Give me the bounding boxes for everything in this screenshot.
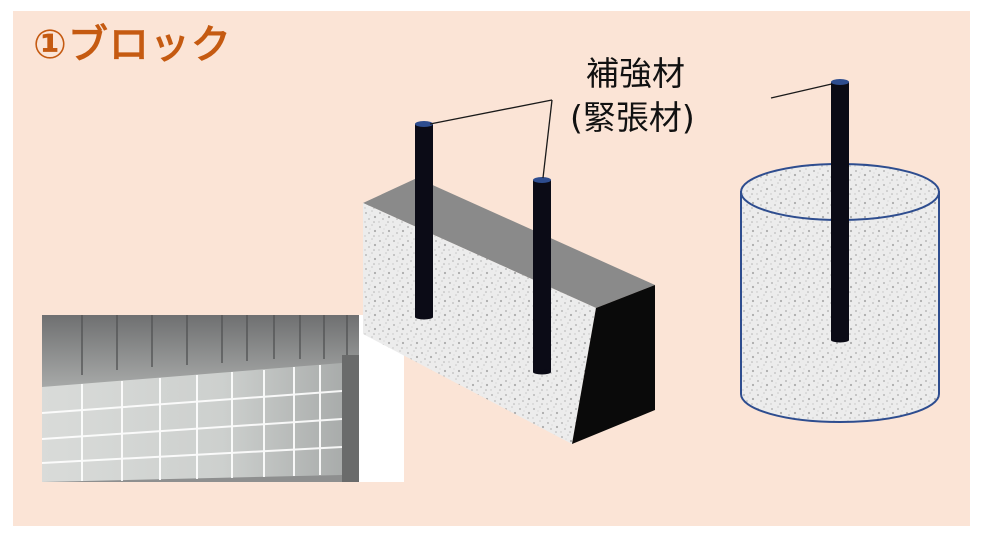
concrete-cylinder	[740, 79, 940, 423]
concrete-block	[363, 121, 655, 444]
block-rod-left	[415, 121, 433, 320]
reinforcement-label-line1: 補強材	[586, 54, 685, 93]
section-title: ①ブロック	[33, 22, 232, 68]
block-rod-right	[533, 177, 551, 375]
block-top-face	[363, 178, 655, 308]
reinforcement-label-line2: (緊張材)	[570, 98, 695, 137]
block-wall-photo	[42, 315, 404, 482]
reinforcement-label: 補強材 (緊張材)	[570, 52, 695, 140]
block-side-face	[572, 285, 655, 444]
cylinder-rod	[831, 79, 849, 343]
leader-lines	[429, 82, 837, 179]
